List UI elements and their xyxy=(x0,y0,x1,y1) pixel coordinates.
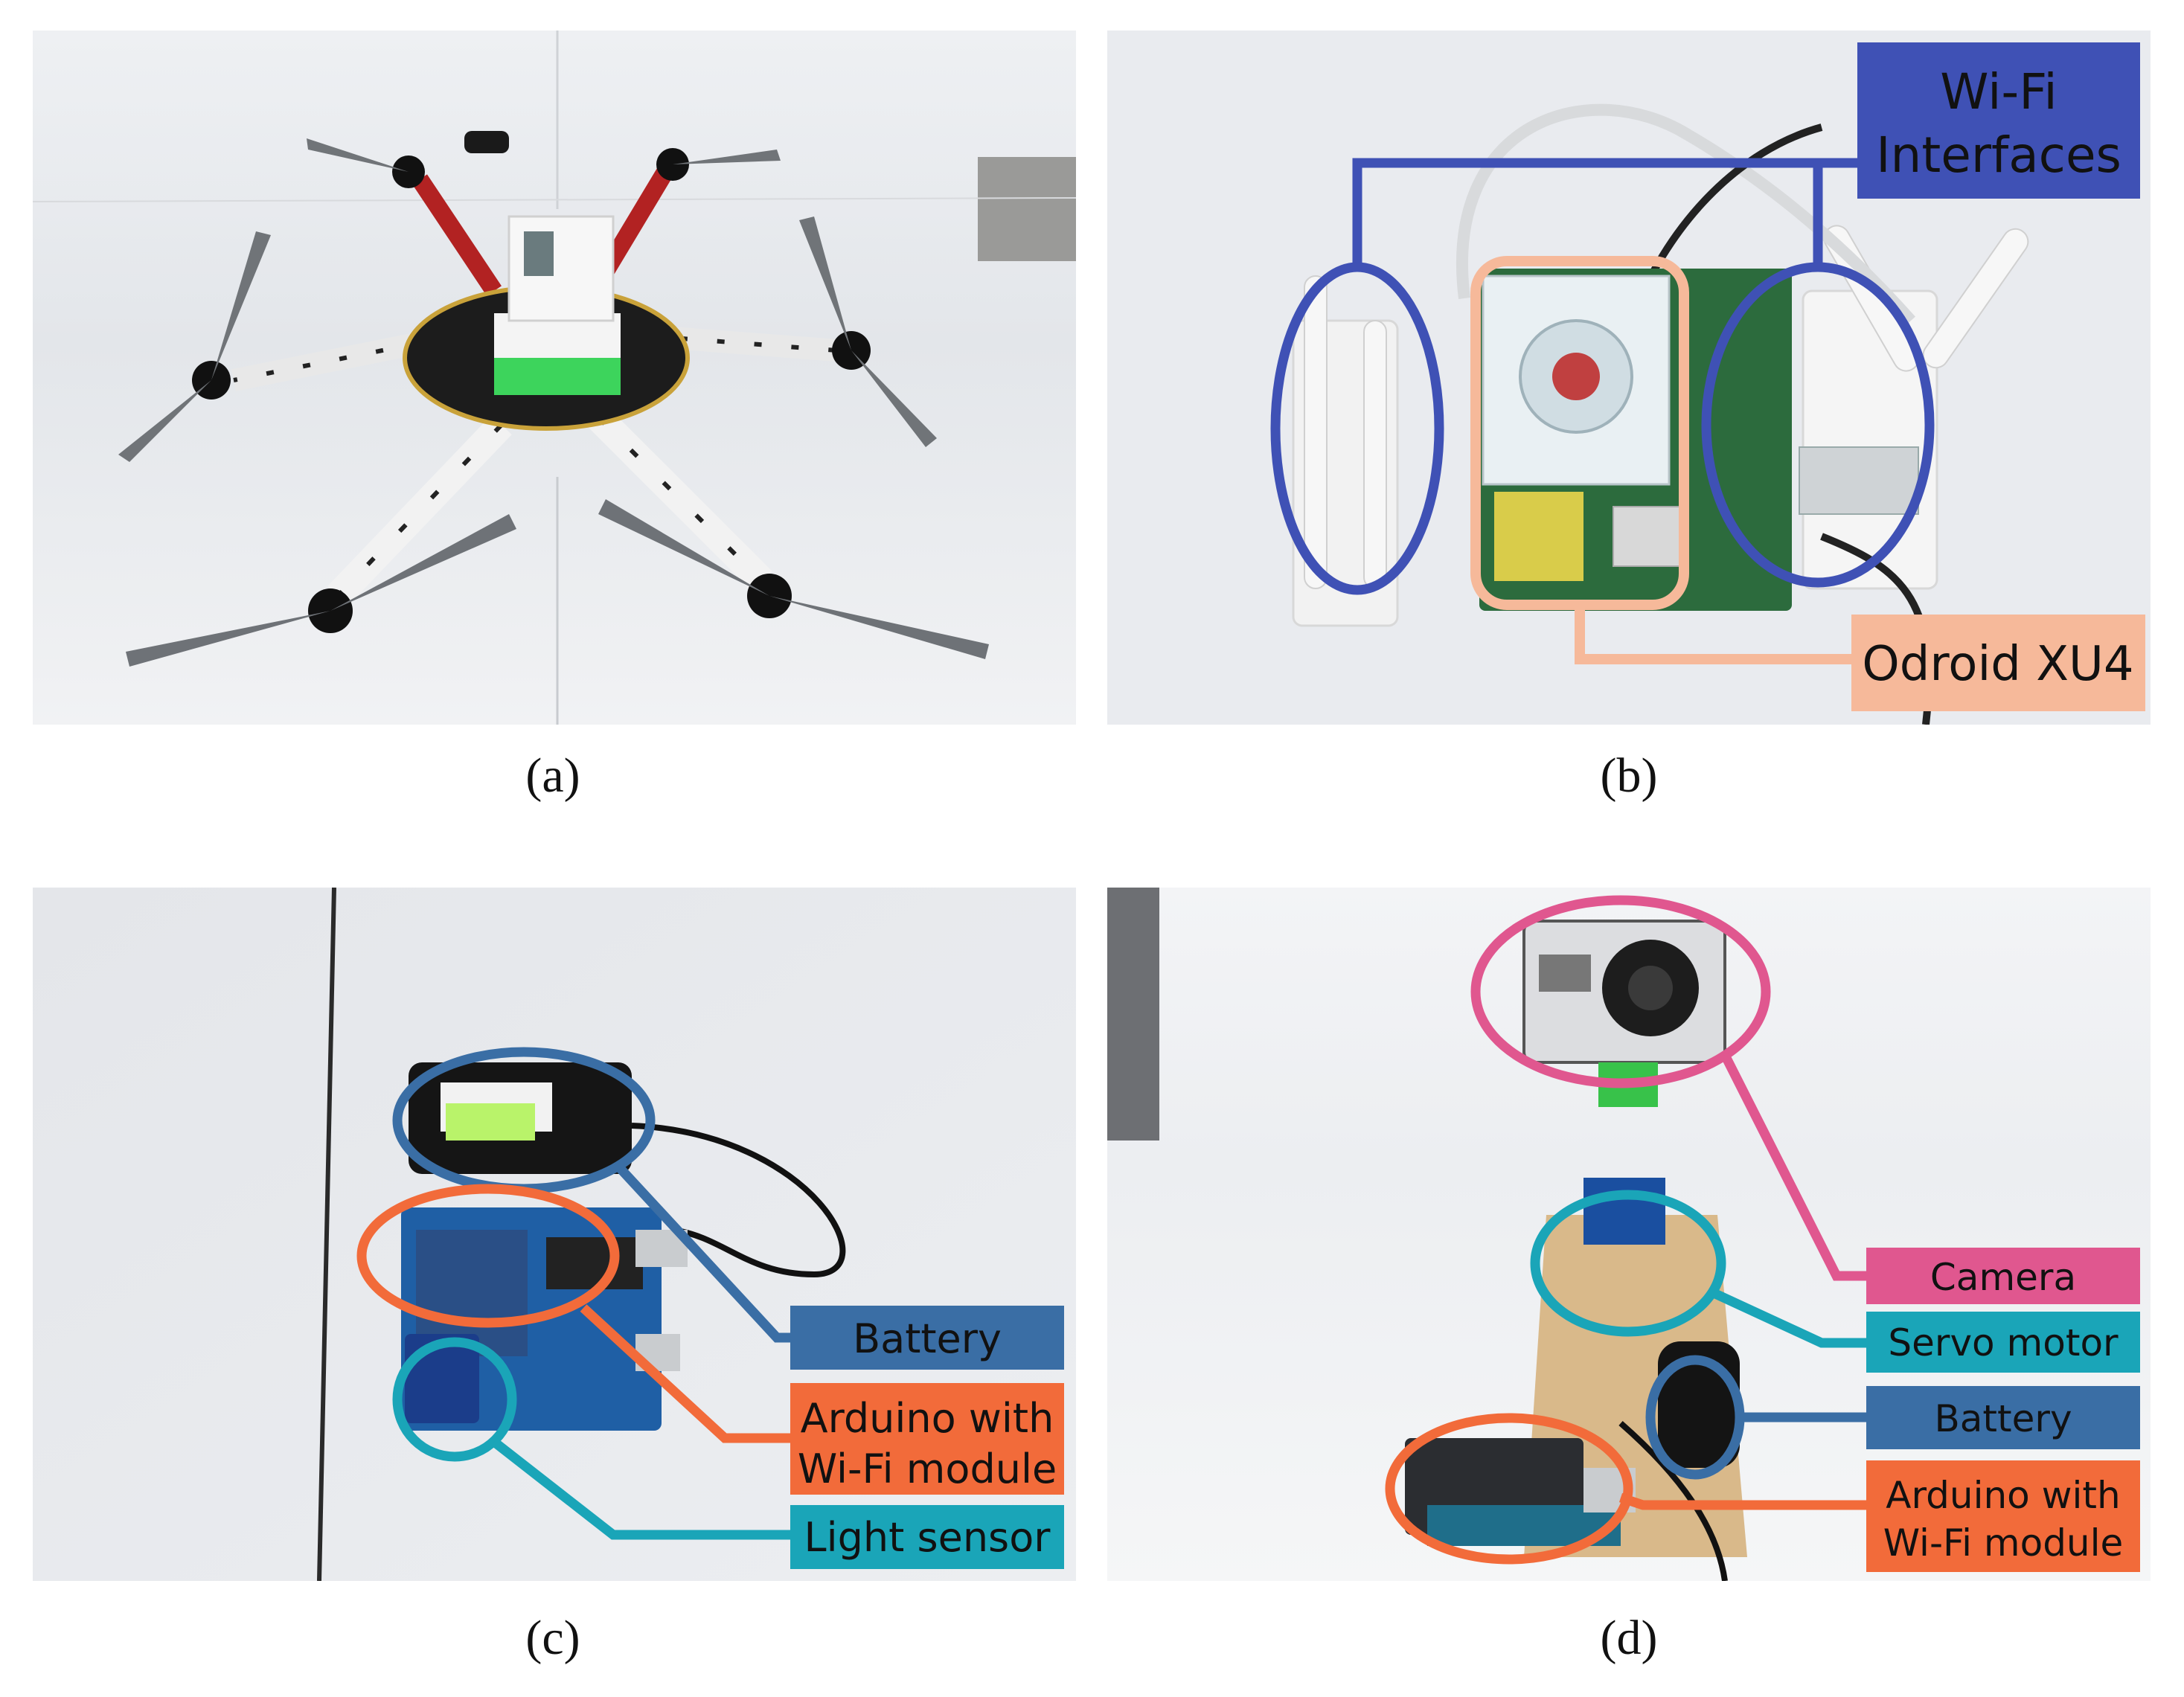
svg-text:Camera: Camera xyxy=(1930,1256,2076,1299)
svg-text:Battery: Battery xyxy=(1934,1397,2072,1440)
servo-label: Servo motor xyxy=(1888,1321,2119,1364)
arduino-label-box xyxy=(790,1383,1064,1495)
arduino-callout-d: Arduino with Wi-Fi module xyxy=(1385,1413,2140,1572)
caption-c: (c) xyxy=(525,1611,580,1665)
light-sensor-ellipse xyxy=(392,1337,517,1462)
arduino-label-line1: Arduino with xyxy=(801,1395,1054,1442)
light-sensor-callout: Light sensor xyxy=(392,1337,1064,1569)
battery-label: Battery xyxy=(853,1315,1002,1362)
svg-text:Light sensor: Light sensor xyxy=(804,1514,1051,1561)
odroid-label-box xyxy=(1851,615,2145,711)
svg-text:Arduino with: Arduino with xyxy=(1886,1474,2120,1517)
caption-d: (d) xyxy=(1600,1611,1658,1665)
servo-callout: Servo motor xyxy=(1530,1190,2140,1373)
odroid-callout: Odroid XU4 xyxy=(1470,256,2145,711)
svg-text:Servo motor: Servo motor xyxy=(1888,1321,2119,1364)
arduino-ellipse-d xyxy=(1385,1413,1633,1565)
camera-label: Camera xyxy=(1930,1256,2076,1299)
camera-label-box xyxy=(1866,1248,2140,1304)
wifi-interfaces-callout: Wi-Fi Interfaces xyxy=(1270,42,2140,595)
arduino-label-line2-d: Wi-Fi module xyxy=(1883,1521,2124,1565)
svg-text:Wi-Fi module: Wi-Fi module xyxy=(1883,1521,2124,1565)
arduino-ellipse xyxy=(356,1184,620,1328)
servo-ellipse xyxy=(1530,1190,1726,1337)
caption-b: (b) xyxy=(1600,748,1658,803)
svg-text:Arduino with: Arduino with xyxy=(801,1395,1054,1442)
wifi-antenna-ellipse-right xyxy=(1701,262,1935,588)
svg-text:Wi-Fi module: Wi-Fi module xyxy=(798,1446,1057,1492)
light-sensor-label: Light sensor xyxy=(804,1514,1051,1561)
caption-a: (a) xyxy=(525,748,580,803)
wifi-label-line2: Interfaces xyxy=(1876,126,2121,184)
wifi-interfaces-label-box xyxy=(1857,42,2140,199)
svg-text:Interfaces: Interfaces xyxy=(1876,126,2121,184)
camera-callout: Camera xyxy=(1470,895,2140,1304)
arduino-label-box-d xyxy=(1866,1460,2140,1572)
battery-callout: Battery xyxy=(392,1047,1064,1370)
arduino-callout: Arduino with Wi-Fi module xyxy=(356,1184,1064,1495)
photo-quadcopter xyxy=(33,31,1076,725)
battery-label-box xyxy=(790,1306,1064,1370)
servo-label-box xyxy=(1866,1312,2140,1373)
photo-odroid-board: Wi-Fi Interfaces Odroid XU4 xyxy=(1107,31,2151,725)
battery-label-d: Battery xyxy=(1934,1397,2072,1440)
wifi-antenna-ellipse-left xyxy=(1270,262,1444,595)
camera-ellipse xyxy=(1470,895,1771,1088)
photo-camera-node: Camera Servo motor Battery Arduino with … xyxy=(1107,888,2151,1581)
photo-sensor-node: Battery Arduino with Wi-Fi module Light … xyxy=(33,888,1076,1581)
odroid-label: Odroid XU4 xyxy=(1862,637,2133,692)
arduino-label-line1-d: Arduino with xyxy=(1886,1474,2120,1517)
arduino-label-line2: Wi-Fi module xyxy=(798,1446,1057,1492)
wifi-label-line1: Wi-Fi xyxy=(1940,63,2057,121)
quadcopter xyxy=(118,131,989,667)
svg-text:Wi-Fi: Wi-Fi xyxy=(1940,63,2057,121)
battery-callout-d: Battery xyxy=(1645,1355,2140,1480)
svg-text:Odroid XU4: Odroid XU4 xyxy=(1862,637,2133,692)
svg-text:Battery: Battery xyxy=(853,1315,1002,1362)
light-sensor-label-box xyxy=(790,1505,1064,1569)
battery-label-box-d xyxy=(1866,1386,2140,1449)
